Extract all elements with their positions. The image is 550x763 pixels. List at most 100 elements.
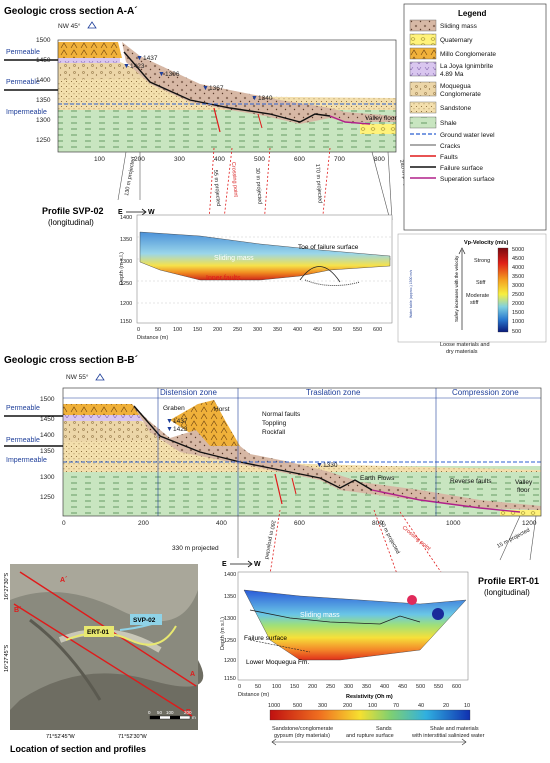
res-label: and rupture surface xyxy=(346,733,394,739)
aa-xtick: 600 xyxy=(294,156,305,163)
map-label: B´ xyxy=(14,607,22,614)
scale-tick: 0 xyxy=(148,710,151,715)
legend-label: Ground water level xyxy=(440,132,495,139)
aa-valley-floor: Valley floor xyxy=(365,115,398,122)
svp-xtick: 350 xyxy=(273,327,282,333)
ert-ytick: 1250 xyxy=(224,638,236,644)
svp-xlabel: Distance (m) xyxy=(137,335,168,341)
vp-tick: 2500 xyxy=(512,292,524,298)
svp-ytick: 1250 xyxy=(120,281,132,287)
aa-xtick: 100 xyxy=(94,156,105,163)
scale-tick: 100 xyxy=(166,710,174,715)
legend-label: Faults xyxy=(440,154,458,161)
ert-xlabel: Distance (m) xyxy=(238,692,269,698)
res-tick: 70 xyxy=(393,703,399,709)
legend-swatch-shale xyxy=(409,116,437,129)
ert-lower: Lower Moquegua Fm. xyxy=(246,659,309,666)
res-tick: 40 xyxy=(418,703,424,709)
svp-xtick: 550 xyxy=(353,327,362,333)
res-label: with interstitial salinized water xyxy=(411,733,485,739)
res-tick: 10 xyxy=(464,703,470,709)
bb-wl-value: 1330 xyxy=(323,462,338,469)
bb-ytick: 1400 xyxy=(40,432,55,439)
legend-label: Sliding mass xyxy=(440,23,478,30)
ert-sliding-mass: Sliding mass xyxy=(300,612,340,619)
aa-ytick: 1400 xyxy=(36,77,51,84)
ert-subtitle: (longitudinal) xyxy=(484,588,530,597)
svp-xtick: 0 xyxy=(137,327,140,333)
bb-horst: Horst xyxy=(214,406,230,413)
aa-wl-value: 1437 xyxy=(143,55,158,62)
vp-legend: Vp-Velocity (m/s) 5000 4500 4000 3500 30… xyxy=(397,233,547,355)
bb-water-levels: ▼ 1437 ▼ 1423 ▼ 1330 xyxy=(166,418,338,469)
map-label: B xyxy=(186,709,191,716)
bb-floor: floor xyxy=(517,487,530,494)
legend-label: La Joya Ignimbrite xyxy=(440,63,493,70)
aa-proj-label: 170 m projected xyxy=(314,164,323,204)
map-lat: 16°27'30"S xyxy=(4,572,10,600)
legend-swatch-sandstone xyxy=(409,101,437,114)
arrow-right-icon xyxy=(126,208,147,216)
svp-ylabel: Depth (m s.l.) xyxy=(119,252,125,285)
bb-xtick: 1000 xyxy=(446,520,461,527)
svp-ytick: 1300 xyxy=(120,259,132,265)
ert-plot xyxy=(237,571,469,681)
aa-water-levels: ▼ 1437 ▼ 1423 ▼ 1396 ▼ 1367 ▼ 1340 xyxy=(123,55,273,102)
aa-ytick: 1350 xyxy=(36,97,51,104)
bb-ytick: 1300 xyxy=(40,474,55,481)
res-label: Sandstone/conglomerate xyxy=(272,726,333,732)
bb-reverse-faults: Reverse faults xyxy=(450,478,492,485)
section-aa-xaxis: 100 200 300 400 500 600 700 800 xyxy=(94,156,385,163)
aa-proj-label: 130 m projected xyxy=(124,156,137,196)
bb-xtick: 600 xyxy=(294,520,305,527)
bb-perm-label: Permeable xyxy=(6,405,40,412)
ert-ytick: 1300 xyxy=(224,616,236,622)
legend-label: 4.89 Ma xyxy=(440,71,464,78)
map-lon: 71°52'45"W xyxy=(46,734,76,740)
legend-label: Quaternary xyxy=(440,37,473,44)
aa-wl-value: 1367 xyxy=(209,85,224,92)
water-level-icon: ▼ xyxy=(123,63,130,70)
water-level-icon: ▼ xyxy=(166,426,173,433)
aa-xtick: 700 xyxy=(334,156,345,163)
svp-xtick: 250 xyxy=(233,327,242,333)
vp-tick: 1000 xyxy=(512,319,524,325)
bb-xtick: 200 xyxy=(138,520,149,527)
res-tick: 100 xyxy=(368,703,377,709)
map-caption: Location of section and profiles xyxy=(10,744,146,754)
ert-xtick: 450 xyxy=(398,684,407,690)
res-label: gypsum (dry materials) xyxy=(274,733,330,739)
svp-sliding-mass: Sliding mass xyxy=(214,255,254,262)
svp-ytick: 1400 xyxy=(120,215,132,221)
res-tick: 1000 xyxy=(268,703,280,709)
zone-traslation: Traslation zone xyxy=(306,388,361,397)
legend-label: Cracks xyxy=(440,143,461,150)
svp-title: Profile SVP-02 xyxy=(42,206,104,216)
bb-ytick: 1450 xyxy=(40,416,55,423)
ert-xaxis: 0 50 100 150 200 250 300 350 400 450 500… xyxy=(238,684,461,690)
scale-unit: m xyxy=(192,715,196,720)
aa-ytick: 1250 xyxy=(36,137,51,144)
svp-ytick: 1150 xyxy=(120,319,132,325)
ert-dir-e: E xyxy=(222,561,227,568)
aa-xtick: 800 xyxy=(374,156,385,163)
resistivity-legend: Resistivity (Oh m) 1000 500 300 200 100 … xyxy=(268,694,485,746)
map-label: ERT-01 xyxy=(87,629,109,636)
svp-dir-e: E xyxy=(118,209,123,216)
legend-label: Shale xyxy=(440,120,457,127)
legend-label: Conglomerate xyxy=(440,91,481,98)
bb-proj-label: 330 m projected xyxy=(172,545,219,552)
vp-water-label: Water table (approx.) 1500 m/s xyxy=(409,270,413,318)
up-arrow-icon xyxy=(458,247,466,330)
ert-ylabel: Depth (m s.l.) xyxy=(220,617,226,650)
scale-tick: 200 xyxy=(184,710,192,715)
water-level-icon: ▼ xyxy=(166,418,173,425)
bb-ytick: 1500 xyxy=(40,396,55,403)
svp-subtitle: (longitudinal) xyxy=(48,218,94,227)
water-level-icon: ▼ xyxy=(202,85,209,92)
svp-ytick: 1200 xyxy=(120,301,132,307)
ert-ytick: 1150 xyxy=(224,676,236,682)
svp-xtick: 300 xyxy=(253,327,262,333)
bb-proj-label: 260 m projected xyxy=(263,520,276,560)
ert-xtick: 500 xyxy=(416,684,425,690)
